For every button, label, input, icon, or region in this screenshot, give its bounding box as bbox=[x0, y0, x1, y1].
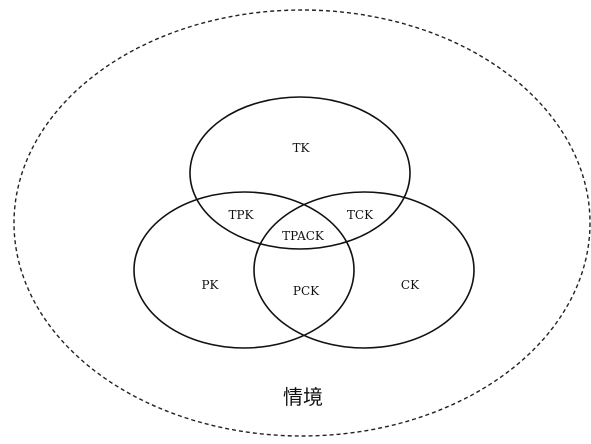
ck-label: CK bbox=[401, 278, 420, 292]
tk-label: TK bbox=[293, 141, 311, 155]
pck-label: PCK bbox=[293, 284, 320, 298]
context-label: 情境 bbox=[283, 385, 323, 409]
pk-circle bbox=[133, 191, 355, 349]
ck-circle bbox=[253, 191, 475, 349]
tk-circle bbox=[189, 96, 411, 250]
tck-label: TCK bbox=[347, 208, 374, 222]
context-boundary bbox=[13, 9, 591, 437]
tpack-label: TPACK bbox=[282, 229, 325, 243]
tpk-label: TPK bbox=[228, 208, 254, 222]
pk-label: PK bbox=[201, 278, 219, 292]
